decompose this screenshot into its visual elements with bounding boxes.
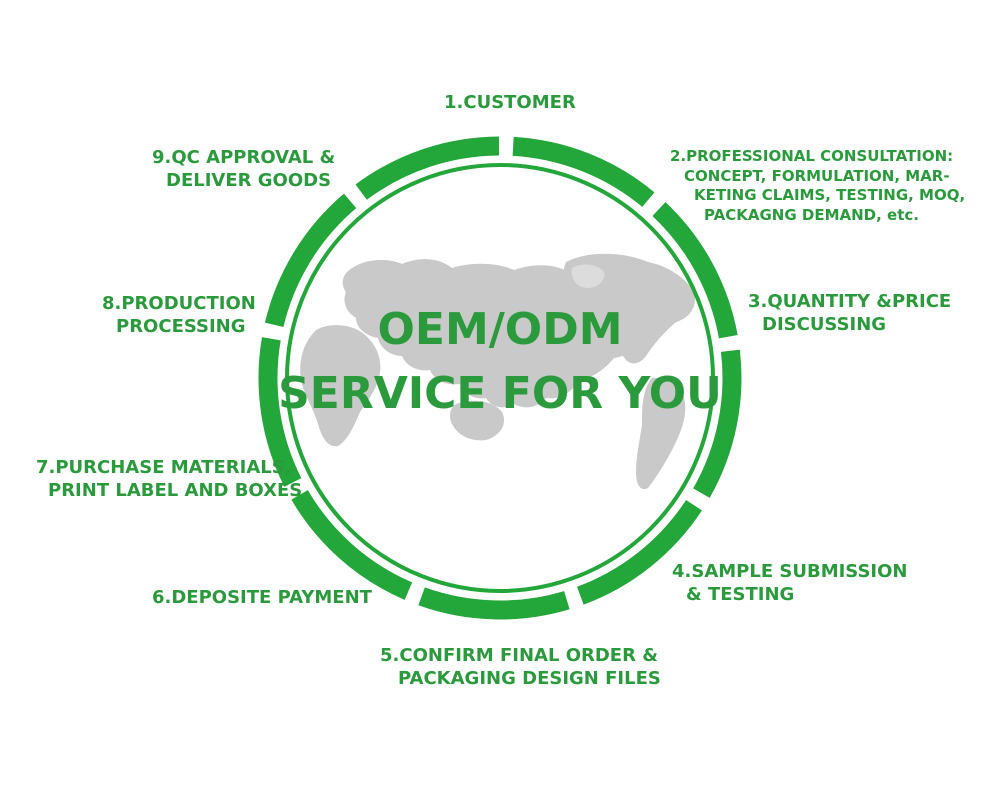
step-2-line-4: PACKAGNG DEMAND, etc. [704, 205, 919, 224]
ring-segment-4 [576, 499, 702, 605]
center-title-line2: SERVICE FOR YOU [278, 368, 722, 419]
step-5-confirm-final-order: 5.CONFIRM FINAL ORDER & PACKAGING DESIGN… [380, 644, 661, 691]
step-7-line-1: 7.PURCHASE MATERIALS, [36, 457, 292, 478]
step-1-line-1: 1.CUSTOMER [444, 92, 576, 113]
step-8-line-1: 8.PRODUCTION [102, 293, 256, 314]
step-9-qc-approval: 9.QC APPROVAL & DELIVER GOODS [152, 146, 335, 193]
outer-segmented-ring [258, 136, 742, 620]
step-5-line-1: 5.CONFIRM FINAL ORDER & [380, 645, 658, 666]
ring-segment-9 [355, 136, 500, 200]
step-7-purchase-materials: 7.PURCHASE MATERIALS, PRINT LABEL AND BO… [36, 456, 302, 503]
step-8-line-2: PROCESSING [116, 316, 246, 338]
step-2-line-1: 2.PROFESSIONAL CONSULTATION: [670, 147, 954, 165]
step-7-line-2: PRINT LABEL AND BOXES [48, 480, 303, 502]
ring-segment-2 [652, 202, 738, 339]
ring-segment-3 [693, 349, 742, 498]
step-6-deposite-payment: 6.DEPOSITE PAYMENT [152, 586, 372, 609]
step-2-line-3: KETING CLAIMS, TESTING, MOQ, [694, 186, 966, 204]
step-6-line-1: 6.DEPOSITE PAYMENT [152, 587, 372, 608]
world-map-background [300, 253, 696, 490]
center-title-line1: OEM/ODM [377, 304, 623, 355]
step-3-quantity-price: 3.QUANTITY &PRICE DISCUSSING [748, 290, 951, 337]
step-9-line-1: 9.QC APPROVAL & [152, 147, 336, 168]
ring-segment-7 [258, 337, 302, 487]
step-4-line-2: & TESTING [686, 584, 795, 606]
step-3-line-2: DISCUSSING [762, 314, 887, 336]
step-9-line-2: DELIVER GOODS [166, 170, 332, 192]
map-greenland [571, 264, 605, 288]
map-south-america [636, 377, 686, 490]
step-8-production-processing: 8.PRODUCTION PROCESSING [102, 292, 256, 339]
ring-segment-8 [264, 193, 357, 328]
step-5-line-2: PACKAGING DESIGN FILES [398, 668, 661, 690]
step-2-professional-consultation: 2.PROFESSIONAL CONSULTATION: CONCEPT, FO… [670, 147, 965, 225]
map-africa [300, 325, 381, 447]
step-4-line-1: 4.SAMPLE SUBMISSION [672, 561, 908, 582]
map-australia [449, 400, 505, 441]
step-1-customer: 1.CUSTOMER [444, 91, 576, 114]
step-2-line-2: CONCEPT, FORMULATION, MAR- [684, 166, 950, 185]
step-4-sample-submission: 4.SAMPLE SUBMISSION & TESTING [672, 560, 908, 607]
step-3-line-1: 3.QUANTITY &PRICE [748, 291, 952, 312]
ring-segment-5 [418, 587, 570, 620]
inner-ring [285, 163, 715, 593]
ring-segment-6 [291, 490, 413, 600]
ring-segment-1 [512, 136, 655, 207]
